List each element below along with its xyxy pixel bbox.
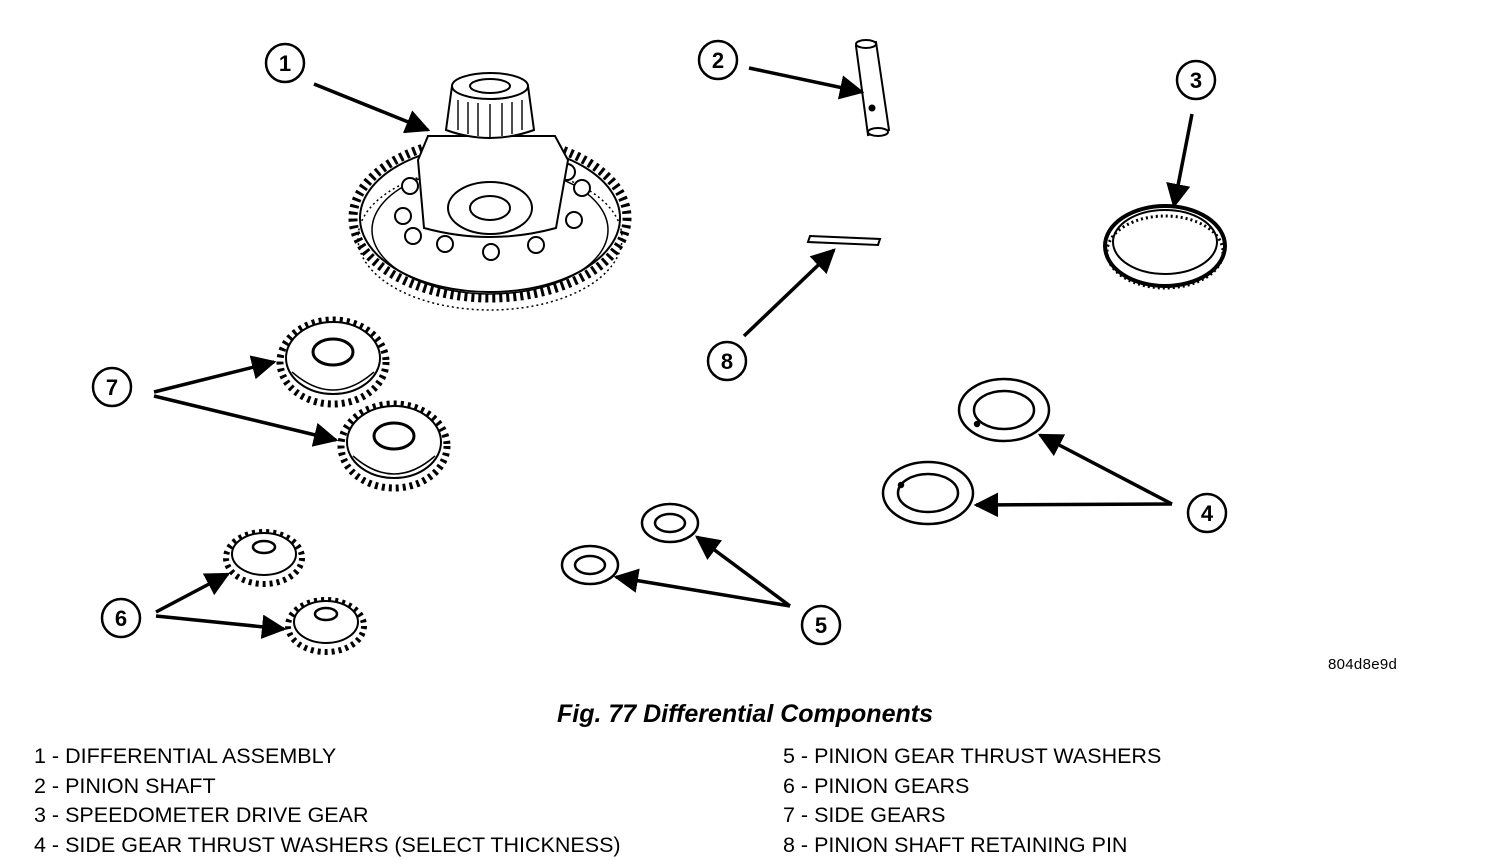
callout-8: 8 bbox=[706, 340, 748, 382]
callout-5: 5 bbox=[800, 604, 842, 646]
speedometer-drive-gear-illustration bbox=[1103, 204, 1227, 290]
legend-item-8: 8 - PINION SHAFT RETAINING PIN bbox=[783, 832, 1128, 857]
legend-item-2: 2 - PINION SHAFT bbox=[34, 773, 216, 798]
legend-item-5: 5 - PINION GEAR THRUST WASHERS bbox=[783, 744, 1162, 768]
pinion-gear-lower-illustration bbox=[285, 597, 367, 655]
figure-caption: Fig. 77 Differential Components bbox=[557, 700, 933, 728]
legend-right-column: 5 - PINION GEAR THRUST WASHERS 6 - PINIO… bbox=[783, 742, 1161, 860]
figure-code: 804d8e9d bbox=[1328, 656, 1398, 673]
callout-3-number: 3 bbox=[1190, 68, 1202, 93]
callout-6-number: 6 bbox=[115, 606, 127, 631]
side-gear-thrust-washer-lower-illustration bbox=[881, 460, 975, 526]
legend-item-7: 7 - SIDE GEARS bbox=[783, 803, 946, 827]
side-gear-upper-illustration bbox=[276, 316, 390, 408]
callout-6: 6 bbox=[100, 597, 142, 639]
callout-5-number: 5 bbox=[815, 613, 827, 638]
pinion-gear-upper-illustration bbox=[223, 529, 305, 587]
side-gear-thrust-washer-upper-illustration bbox=[957, 377, 1051, 443]
callout-4: 4 bbox=[1186, 492, 1228, 534]
leader-arrows bbox=[153, 66, 1194, 639]
callout-7: 7 bbox=[91, 366, 133, 408]
callout-2-number: 2 bbox=[712, 48, 724, 73]
retaining-pin-illustration bbox=[806, 234, 882, 247]
pinion-gear-thrust-washer-lower-illustration bbox=[560, 544, 620, 586]
callout-2: 2 bbox=[697, 39, 739, 81]
legend-item-6: 6 - PINION GEARS bbox=[783, 773, 970, 798]
callout-1: 1 bbox=[264, 42, 306, 84]
legend-item-1: 1 - DIFFERENTIAL ASSEMBLY bbox=[34, 744, 337, 768]
pinion-shaft-illustration bbox=[854, 39, 891, 137]
callout-4-number: 4 bbox=[1201, 501, 1214, 526]
legend-left-column: 1 - DIFFERENTIAL ASSEMBLY 2 - PINION SHA… bbox=[34, 742, 621, 860]
legend-item-4: 4 - SIDE GEAR THRUST WASHERS (SELECT THI… bbox=[34, 832, 621, 857]
callout-7-number: 7 bbox=[106, 375, 118, 400]
callout-1-number: 1 bbox=[279, 51, 291, 76]
legend-item-3: 3 - SPEEDOMETER DRIVE GEAR bbox=[34, 803, 369, 827]
callout-3: 3 bbox=[1175, 59, 1217, 101]
differential-assembly-illustration bbox=[348, 72, 632, 311]
side-gear-lower-illustration bbox=[337, 400, 451, 492]
callout-8-number: 8 bbox=[721, 349, 733, 374]
pinion-gear-thrust-washer-upper-illustration bbox=[640, 502, 700, 544]
